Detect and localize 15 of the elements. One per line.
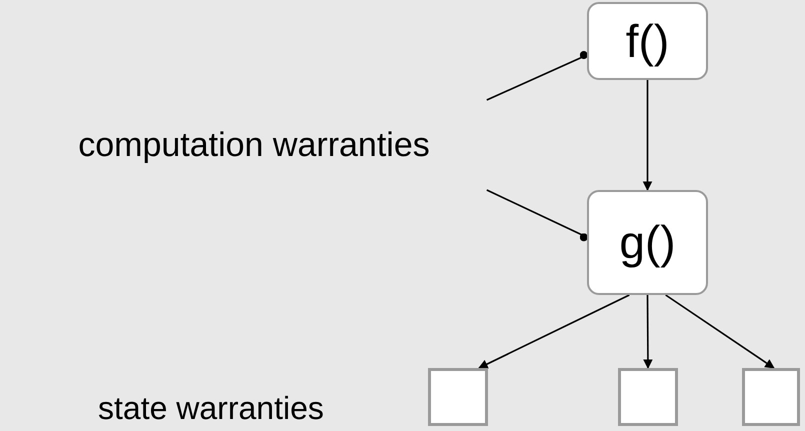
leader-line <box>486 189 588 242</box>
arrow <box>642 80 652 191</box>
leader-line <box>486 51 588 101</box>
empty-box <box>618 368 678 426</box>
arrow <box>665 294 775 369</box>
callout-text: computation warranties <box>78 124 430 166</box>
function-box <box>587 190 708 295</box>
callout-text: state warranties <box>98 389 324 428</box>
arrow <box>478 294 630 369</box>
arrow <box>643 295 653 369</box>
function-name: f() <box>626 14 670 68</box>
empty-box <box>428 368 488 426</box>
empty-box <box>742 368 800 426</box>
function-name: g() <box>619 215 676 270</box>
function-box <box>587 2 708 80</box>
